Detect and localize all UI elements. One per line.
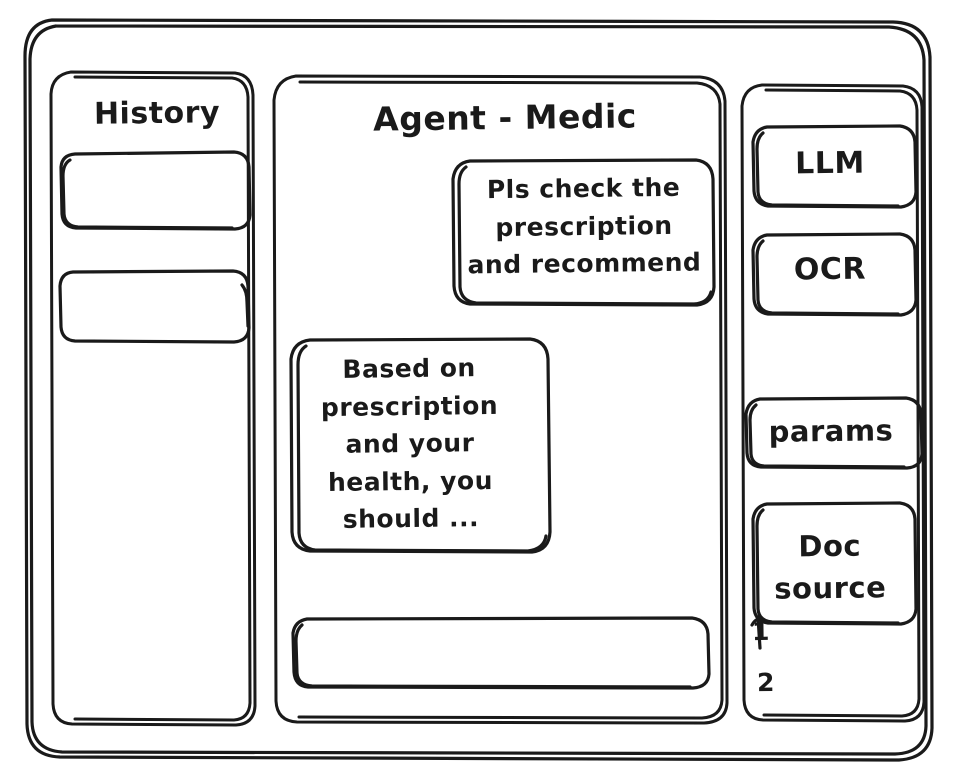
source-list-item-1[interactable] (750, 612, 800, 654)
ocr-button-outline (751, 232, 918, 317)
composer-input[interactable] (293, 617, 710, 689)
window-frame (23, 18, 934, 762)
history-item-2-outline (58, 269, 251, 344)
history-panel-title: History (93, 95, 221, 132)
source-list-item-2[interactable] (750, 662, 800, 704)
history-panel-outline (49, 70, 257, 727)
params-button[interactable] (746, 397, 923, 469)
user-message-bubble (453, 159, 715, 306)
history-item-1-outline (59, 150, 252, 231)
source-list-markers (750, 615, 765, 650)
doc-source-button[interactable] (753, 502, 917, 625)
page-title: Agent - Medic (372, 96, 638, 139)
history-item-2[interactable] (60, 270, 249, 343)
ocr-button[interactable] (753, 233, 917, 316)
history-item-1[interactable] (61, 152, 250, 230)
llm-button[interactable] (753, 125, 917, 208)
agent-message-bubble (291, 338, 551, 553)
agent-message-bubble-outline (289, 337, 552, 554)
main-panel-outline (272, 74, 729, 725)
user-message-bubble-outline (451, 158, 716, 307)
params-button-outline (744, 396, 924, 470)
composer-input-outline (291, 616, 711, 690)
llm-button-outline (751, 124, 918, 209)
doc-source-button-outline (751, 501, 918, 626)
